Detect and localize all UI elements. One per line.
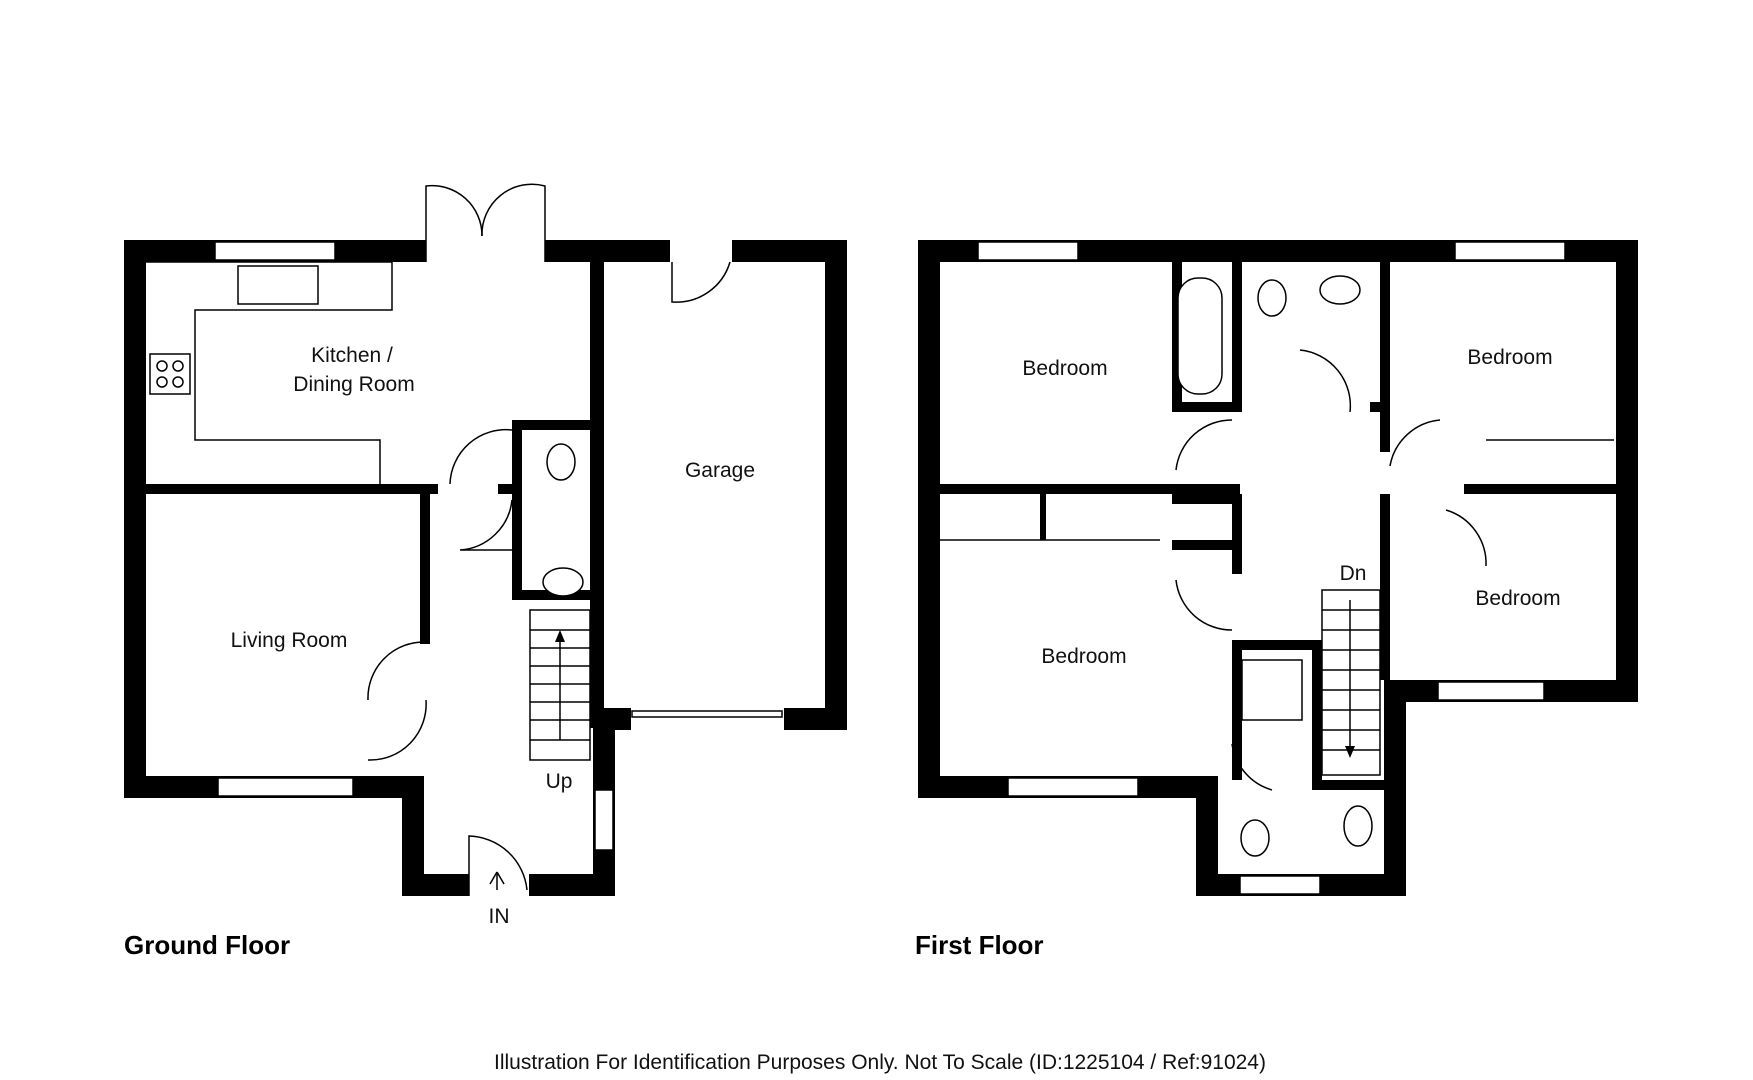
window	[1007, 777, 1139, 797]
door-swing	[459, 499, 513, 551]
room-label-dining: Dining Room	[293, 373, 414, 396]
garage-door	[631, 710, 783, 718]
toilet-icon	[1240, 819, 1270, 857]
door-swing	[1299, 349, 1352, 413]
window	[1454, 241, 1566, 261]
door-swing	[671, 261, 731, 303]
room-label-bedroom-top-right: Bedroom	[1467, 346, 1552, 369]
door-swing	[425, 184, 483, 262]
door-swing	[468, 835, 528, 896]
room-label-bedroom-right: Bedroom	[1475, 587, 1560, 610]
door-swing	[1389, 419, 1441, 467]
room-label-bedroom-main: Bedroom	[1041, 645, 1126, 668]
ground-floor-title: Ground Floor	[124, 930, 290, 960]
basin-icon	[542, 567, 584, 597]
toilet-icon	[1257, 279, 1287, 317]
door-swing	[481, 183, 546, 262]
room-label-bedroom-top-left: Bedroom	[1022, 357, 1107, 380]
ground-floor-walls	[124, 240, 847, 896]
kitchen-sink-icon	[237, 265, 319, 305]
window	[1239, 875, 1321, 895]
door-swing	[449, 428, 513, 485]
first-floor-title: First Floor	[915, 930, 1044, 960]
stairs-label-dn: Dn	[1340, 562, 1367, 585]
door-swing	[1175, 419, 1233, 471]
window	[214, 241, 336, 261]
window	[217, 777, 354, 797]
hob-icon	[149, 353, 191, 395]
window	[1437, 681, 1545, 701]
ground-floor-stairs	[529, 609, 591, 761]
kitchen-worktop	[146, 261, 393, 484]
ground-floor-plan: Kitchen / Dining Room Garage Living Room…	[124, 183, 847, 960]
door-swing	[367, 641, 427, 701]
first-floor-plan: Bedroom Bedroom Bedroom Bedroom Dn First…	[915, 240, 1638, 960]
entrance-label: IN	[489, 905, 510, 928]
footer-disclaimer: Illustration For Identification Purposes…	[494, 1051, 1266, 1074]
window	[594, 789, 614, 851]
room-label-garage: Garage	[685, 459, 755, 482]
shower-icon	[1241, 659, 1303, 721]
stairs-label-up: Up	[546, 770, 573, 793]
window	[977, 241, 1079, 261]
toilet-icon	[546, 443, 576, 481]
door-swing	[1231, 743, 1273, 791]
first-floor-stairs	[1321, 589, 1381, 776]
door-swing	[1175, 579, 1233, 631]
basin-icon	[1319, 275, 1361, 305]
door-swing	[1445, 509, 1487, 567]
room-label-kitchen: Kitchen /	[311, 344, 393, 367]
room-label-living-room: Living Room	[231, 629, 348, 652]
door-swing	[367, 699, 427, 761]
bath-icon	[1177, 277, 1223, 395]
basin-icon	[1343, 805, 1373, 847]
first-floor-walls	[918, 240, 1638, 896]
